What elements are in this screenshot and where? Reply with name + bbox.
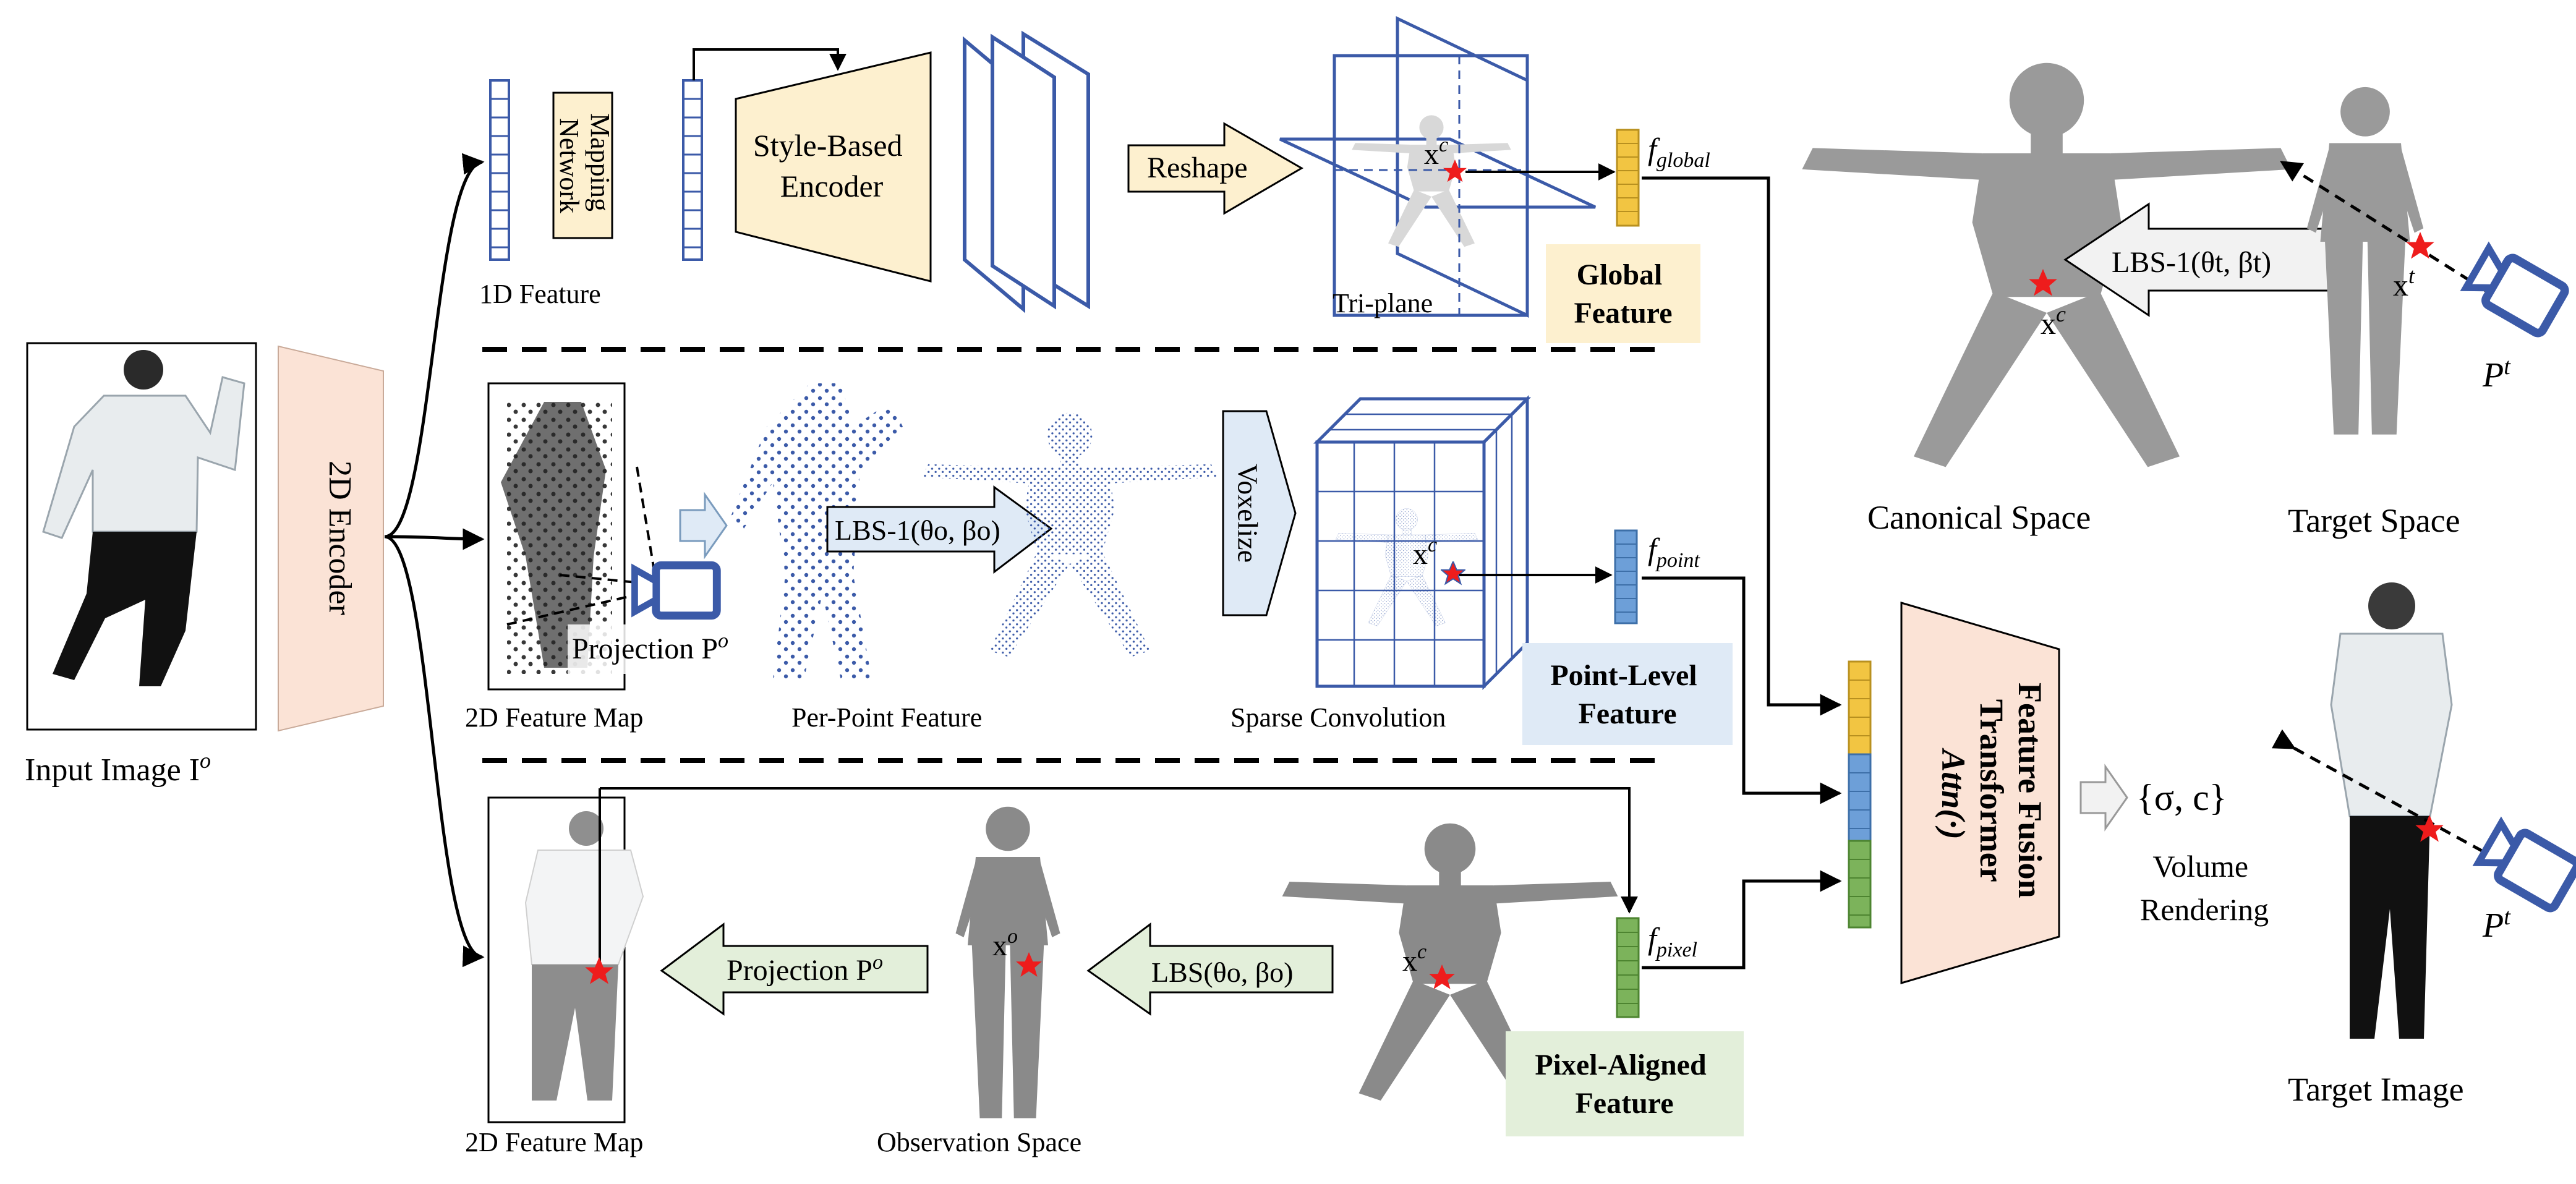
svg-text:xc: xc [1424,134,1448,171]
svg-text:Pt: Pt [2482,904,2511,945]
camera-icon-target [2464,245,2567,335]
f-global-sub: global [1657,149,1710,172]
canonical-space-body: xc [1802,62,2292,467]
feature-map-2d-mid-label: 2D Feature Map [465,702,643,733]
encoder-branch-arrows [384,153,485,968]
lbs-inverse-target-arrow: LBS-1(θt, βt) [2063,202,2335,317]
triplane: xc [1279,16,1597,318]
style-vector [682,79,703,261]
observation-space-body: xo [955,806,1060,1118]
sparse-conv-label: Sparse Convolution [1230,702,1446,733]
target-space-body: xt Pt [2280,87,2567,435]
svg-text:Volume Rendering: Volume Rendering [2140,849,2269,927]
volume-rendering-line1: Volume [2152,849,2248,884]
camera-icon-render [2476,820,2576,910]
mapping-network-line1: Mapping [585,113,615,211]
feature-1d-label: 1D Feature [479,279,601,309]
feature-map-2d-bottom-label: 2D Feature Map [465,1127,643,1157]
target-space-label: Target Space [2288,502,2460,539]
grid-star-icon [1441,561,1465,585]
lbs-obs-label: LBS(θo, βo) [1151,956,1293,988]
svg-text:xc: xc [1413,534,1437,571]
svg-text:Style-Based Encoder: Style-Based Encoder [753,128,910,203]
voxelize-label: Voxelize [1232,464,1263,563]
svg-text:Pt: Pt [2482,354,2511,394]
encoder-2d: 2D Encoder [278,345,384,732]
mapping-network-box: Mapping Network [552,92,615,239]
output-arrow [2079,764,2128,832]
lbs-inverse-obs-arrow: LBS-1(θo, βo) [826,485,1053,574]
mapping-network-line2: Network [554,118,584,213]
encoder-2d-label: 2D Encoder [322,461,357,615]
target-xt: x [2393,268,2408,302]
projection-bottom-arrow: Projection Po [660,922,929,1016]
pixel-sample-arrow [600,787,1638,914]
output-sigma-c: {σ, c} [2136,777,2227,818]
input-person-photo [42,350,245,686]
svg-text:fglobal: fglobal [1648,132,1710,172]
reshape-arrow: Reshape [1127,122,1303,215]
feature-map-2d-bottom [487,788,644,1123]
svg-text:xc: xc [2041,302,2066,341]
canon-small-xc: x [1402,945,1417,977]
per-point-cloud-observed [730,383,903,680]
target-image: Pt [2271,582,2576,1039]
input-image-panel: Input Image Io [25,342,257,788]
volume-rendering-line2: Rendering [2140,892,2269,927]
projection-bottom-label: Projection Po [727,951,883,987]
lbs-inverse-target-label: LBS-1(θt, βt) [2112,246,2271,279]
pixel-aligned-feature-badge: Pixel-Aligned Feature [1506,1031,1744,1136]
canonical-xc: x [2041,306,2056,341]
feature-planes [963,30,1090,313]
triplane-xc: x [1424,138,1439,171]
canonical-body-small: xc [1282,823,1618,1101]
lbs-obs-arrow: LBS(θo, βo) [1086,922,1334,1016]
target-pt: P [2482,356,2504,394]
small-arrow-mid [679,492,728,560]
concatenated-feature [1848,660,1872,929]
render-pt: P [2482,906,2504,945]
style-encoder-line2: Encoder [780,169,884,203]
svg-text:fpoint: fpoint [1648,532,1700,572]
svg-text:xt: xt [2393,263,2415,302]
point-feature-vector [1614,529,1638,624]
style-based-encoder: Style-Based Encoder [735,51,932,283]
f-pixel-sub: pixel [1655,939,1697,961]
reshape-label: Reshape [1147,151,1248,184]
target-image-label: Target Image [2288,1071,2464,1108]
grid-xc: x [1413,538,1428,571]
svg-text:Feature Fusion Transform: Feature Fusion Transformer Attn(·) [1935,683,2049,906]
f-point-sub: point [1655,549,1700,572]
per-point-feature-label: Per-Point Feature [791,702,982,733]
svg-text:xc: xc [1402,940,1427,977]
feature-fusion-transformer: Feature Fusion Transformer Attn(·) [1900,601,2060,985]
feature-connectors [1642,176,1842,969]
projection-mid-label: Projection Po [572,629,728,665]
feature-1d-vector [489,79,510,261]
svg-text:Pixel-Aligned Feature: Pixel-Aligned Feature [1535,1049,1713,1120]
voxelize-arrow: Voxelize [1222,410,1297,616]
canonical-space-label: Canonical Space [1867,499,2091,536]
svg-text:fpixel: fpixel [1648,921,1697,961]
camera-icon-mid [634,565,717,615]
lbs-inverse-obs-label: LBS-1(θo, βo) [835,514,1000,546]
input-image-label: Input Image Io [25,748,211,788]
style-encoder-line1: Style-Based [753,128,903,163]
sparse-conv-grid: xc [1313,394,1532,691]
svg-text:Global Feature: Global Feature [1574,258,1672,330]
svg-text:Mapping Network: Mapping Network [554,113,615,218]
observation-space-label: Observation Space [877,1127,1081,1157]
svg-text:xo: xo [992,925,1018,962]
obs-xo: x [992,929,1007,962]
triplane-label: Tri-plane [1333,288,1433,318]
pixel-feature-vector [1616,917,1640,1018]
global-feature-badge: Global Feature [1546,244,1700,343]
feature-map-2d-mid: Projection Po [487,382,781,691]
point-level-feature-badge: Point-Level Feature [1522,643,1733,745]
global-feature-vector [1616,129,1640,227]
svg-text:Point-Level Feature: Point-Level Feature [1550,659,1704,730]
style-skip-arrow [693,48,847,80]
